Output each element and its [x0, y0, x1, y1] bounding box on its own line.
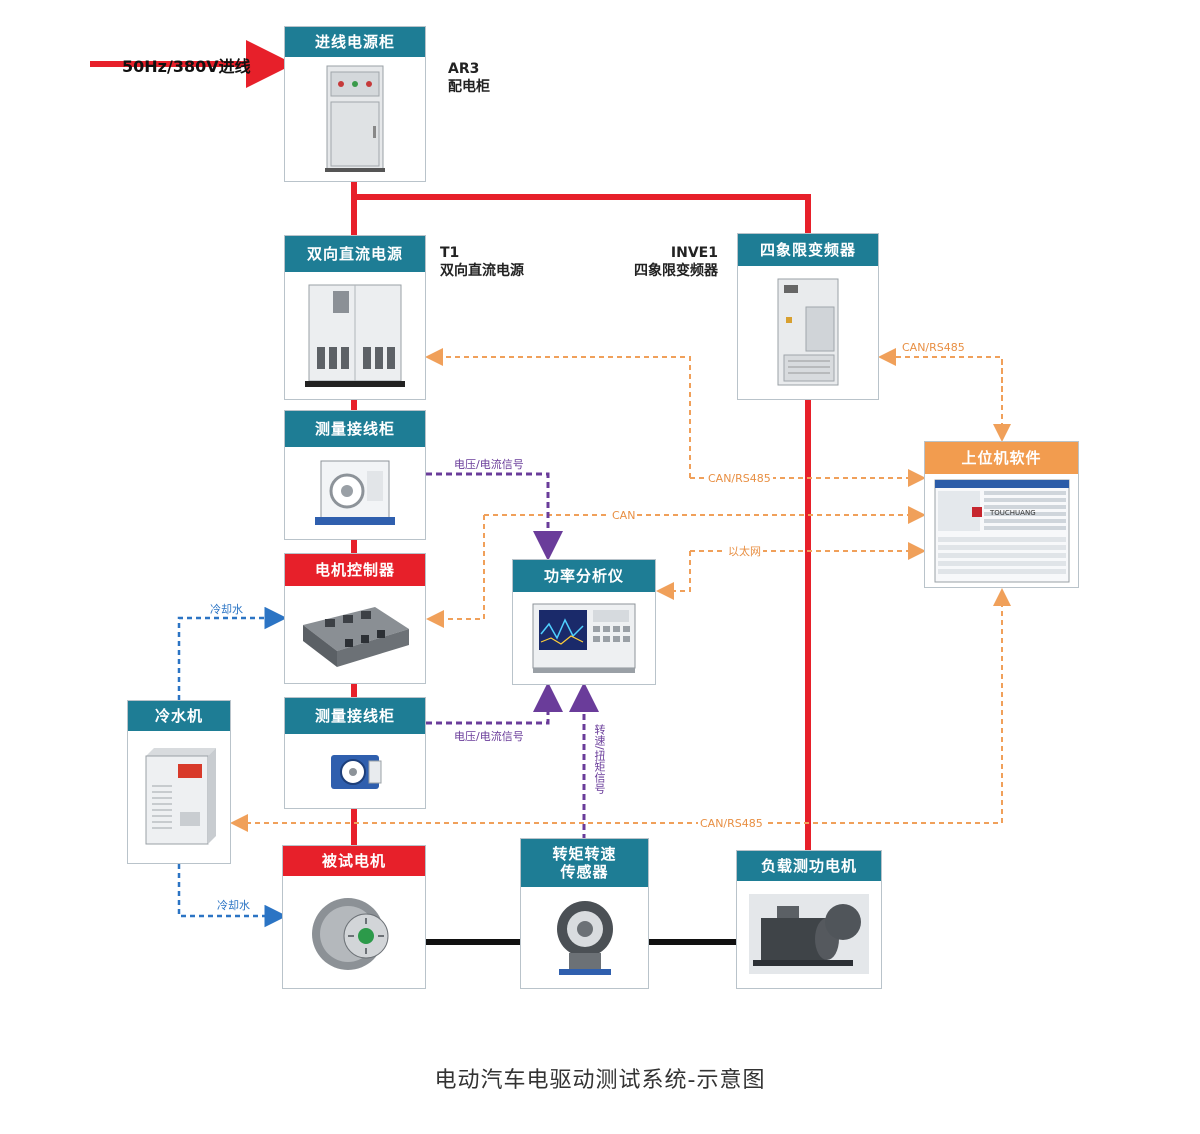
measure-line-1	[426, 472, 563, 561]
comm-ethernet-to-analyzer	[656, 551, 691, 600]
signal-label-can-rs485-inverter: CAN/RS485	[900, 341, 967, 354]
dc-supply-illustration	[285, 272, 425, 399]
diagram-caption: 电动汽车电驱动测试系统-示意图	[434, 1068, 766, 1093]
signal-label-can: CAN	[610, 509, 638, 522]
comm-can-to-controller	[426, 515, 485, 628]
signal-label-cooling-water-2: 冷却水	[215, 899, 252, 912]
signal-label-ethernet: 以太网	[726, 545, 763, 558]
inverter-illustration	[738, 266, 878, 399]
controller-illustration	[285, 586, 425, 683]
test-motor-box: 被试电机	[282, 845, 426, 989]
load-motor-title: 负载测功电机	[737, 851, 881, 881]
water-line-controller	[177, 606, 287, 700]
comm-lines	[230, 348, 1011, 832]
power-analyzer-box: 功率分析仪	[512, 559, 656, 685]
analyzer-illustration	[513, 592, 655, 684]
comm-host-to-dc	[425, 348, 691, 478]
torque-sensor-box: 转矩转速 传感器	[520, 838, 649, 989]
signal-label-voltage-current-2: 电压/电流信号	[452, 730, 526, 743]
bidirectional-dc-title: 双向直流电源	[285, 236, 425, 272]
power-line-cabinet-to-inverter	[354, 194, 811, 235]
signal-label-speed-torque: 转速/扭矩信号	[591, 722, 607, 796]
motor-controller-title: 电机控制器	[285, 554, 425, 586]
test-motor-title: 被试电机	[283, 846, 425, 876]
host-software-title: 上位机软件	[925, 442, 1078, 474]
input-power-label: 50Hz/380V进线	[122, 57, 251, 76]
incoming-cabinet-caption: AR3 配电柜	[448, 61, 490, 95]
power-analyzer-title: 功率分析仪	[513, 560, 655, 592]
measurement-cabinet-1-box: 测量接线柜	[284, 410, 426, 540]
signal-label-can-rs485-dc: CAN/RS485	[706, 472, 773, 485]
incoming-cabinet-box: 进线电源柜	[284, 26, 426, 182]
software-screenshot-illustration: TOUCHUANG	[925, 474, 1078, 587]
comm-host-to-inverter	[878, 348, 1003, 400]
measurement-cabinet-1-title: 测量接线柜	[285, 411, 425, 447]
motor-controller-box: 电机控制器	[284, 553, 426, 684]
inverter-caption: INVE1 四象限变频器	[634, 245, 718, 279]
test-motor-illustration	[283, 876, 425, 988]
torque-sensor-illustration	[521, 887, 648, 988]
signal-label-cooling-water-1: 冷却水	[208, 603, 245, 616]
measure-line-2	[426, 682, 563, 725]
torque-sensor-title: 转矩转速 传感器	[521, 839, 648, 887]
chiller-illustration	[128, 731, 230, 863]
signal-label-voltage-current-1: 电压/电流信号	[452, 458, 526, 471]
software-logo-text: TOUCHUANG	[989, 509, 1036, 517]
measurement-cabinet-2-title: 测量接线柜	[285, 698, 425, 734]
four-quadrant-inverter-box: 四象限变频器	[737, 233, 879, 400]
chiller-box: 冷水机	[127, 700, 231, 864]
load-motor-box: 负载测功电机	[736, 850, 882, 989]
measurement-lines	[426, 472, 599, 840]
chiller-title: 冷水机	[128, 701, 230, 731]
current-sensor-2-illustration	[285, 734, 425, 808]
incoming-cabinet-title: 进线电源柜	[285, 27, 425, 57]
four-quadrant-inverter-title: 四象限变频器	[738, 234, 878, 266]
current-sensor-illustration	[285, 447, 425, 539]
bidirectional-dc-caption: T1 双向直流电源	[440, 245, 524, 279]
water-lines	[177, 606, 287, 928]
power-lines	[90, 40, 811, 850]
signal-label-can-rs485-chiller: CAN/RS485	[698, 817, 765, 830]
water-line-motor	[177, 864, 287, 928]
cabinet-illustration	[285, 57, 425, 181]
host-software-box: 上位机软件 TOUCHUANG	[924, 441, 1079, 588]
measurement-cabinet-2-box: 测量接线柜	[284, 697, 426, 809]
bidirectional-dc-box: 双向直流电源	[284, 235, 426, 400]
load-motor-illustration	[737, 881, 881, 988]
